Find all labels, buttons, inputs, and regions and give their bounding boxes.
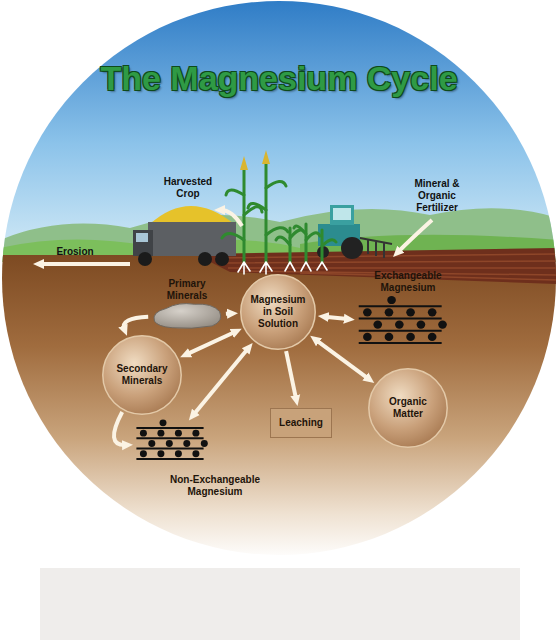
magnesium-ion [140, 450, 147, 457]
clay-sheet [136, 437, 203, 439]
callout-label: Erosion [40, 246, 110, 258]
flow-arrow [114, 412, 126, 445]
magnesium-ion [157, 430, 164, 437]
flow-arrow [286, 351, 296, 399]
magnesium-ion [183, 440, 190, 447]
magnesium-ion [157, 450, 164, 457]
magnesium-ion [438, 320, 447, 328]
flow-arrow [316, 340, 369, 379]
clay-sheet [136, 427, 203, 429]
magnesium-ion [428, 333, 437, 341]
circle-fill [103, 336, 181, 414]
rock-symbol [150, 300, 224, 330]
magnesium-ion [363, 308, 372, 316]
magnesium-ion [428, 308, 437, 316]
magnesium-ion [201, 440, 208, 447]
solution-circle: Magnesium in Soil Solution [240, 274, 316, 350]
magnesium-ion [387, 296, 396, 304]
magnesium-ion [384, 333, 393, 341]
magnesium-ion [175, 430, 182, 437]
magnesium-ion [416, 320, 425, 328]
clay-sheet [136, 448, 203, 450]
mineral-circle: Secondary Minerals [102, 335, 182, 415]
flow-arrow [193, 348, 248, 415]
magnesium-ion [166, 440, 173, 447]
callout-label: Harvested Crop [156, 176, 220, 200]
magnesium-ion [406, 333, 415, 341]
magnesium-ion [363, 333, 372, 341]
node-label: Primary Minerals [150, 278, 224, 302]
flow-arrow [226, 312, 231, 316]
magnesium-ion [140, 430, 147, 437]
clay-sheet [359, 317, 442, 319]
leaching-box: Leaching [270, 408, 332, 438]
flow-arrow [325, 317, 348, 319]
magnesium-ion [406, 308, 415, 316]
clay-sheet [136, 458, 203, 460]
magnesium-ion [175, 450, 182, 457]
magnesium-ion [148, 440, 155, 447]
magnesium-ion [373, 320, 382, 328]
node-label: Leaching [275, 417, 327, 429]
magnesium-ion [192, 450, 199, 457]
magnesium-ion [384, 308, 393, 316]
clay-layer-symbol [135, 422, 205, 465]
node-label: Exchangeable Magnesium [368, 270, 448, 294]
exchangeable-pool: Exchangeable Magnesium [352, 270, 448, 350]
node-label: Organic Matter [378, 396, 438, 420]
node-label: Non-Exchangeable Magnesium [155, 474, 275, 498]
node-label: Magnesium in Soil Solution [249, 294, 307, 330]
circle-fill [241, 275, 315, 349]
mineral-rock: Primary Minerals [150, 278, 224, 330]
diagram-title: The Magnesium Cycle [0, 58, 558, 98]
magnesium-ion [395, 320, 404, 328]
clay-sheet [359, 305, 442, 307]
flow-arrow [124, 317, 148, 330]
node-label: Secondary Minerals [112, 363, 172, 387]
magnesium-ion [160, 419, 167, 426]
callout-label: Mineral & Organic Fertilizer [398, 178, 476, 214]
clay-layer-symbol [357, 299, 443, 350]
organic-circle: Organic Matter [368, 368, 448, 448]
rock-fill [154, 303, 221, 328]
flow-arrow [187, 332, 236, 355]
circle-fill [369, 369, 447, 447]
magnesium-ion [192, 430, 199, 437]
clay-sheet [359, 342, 442, 344]
clay-sheet [359, 330, 442, 332]
fixed-pool: Non-Exchangeable Magnesium [135, 422, 275, 500]
